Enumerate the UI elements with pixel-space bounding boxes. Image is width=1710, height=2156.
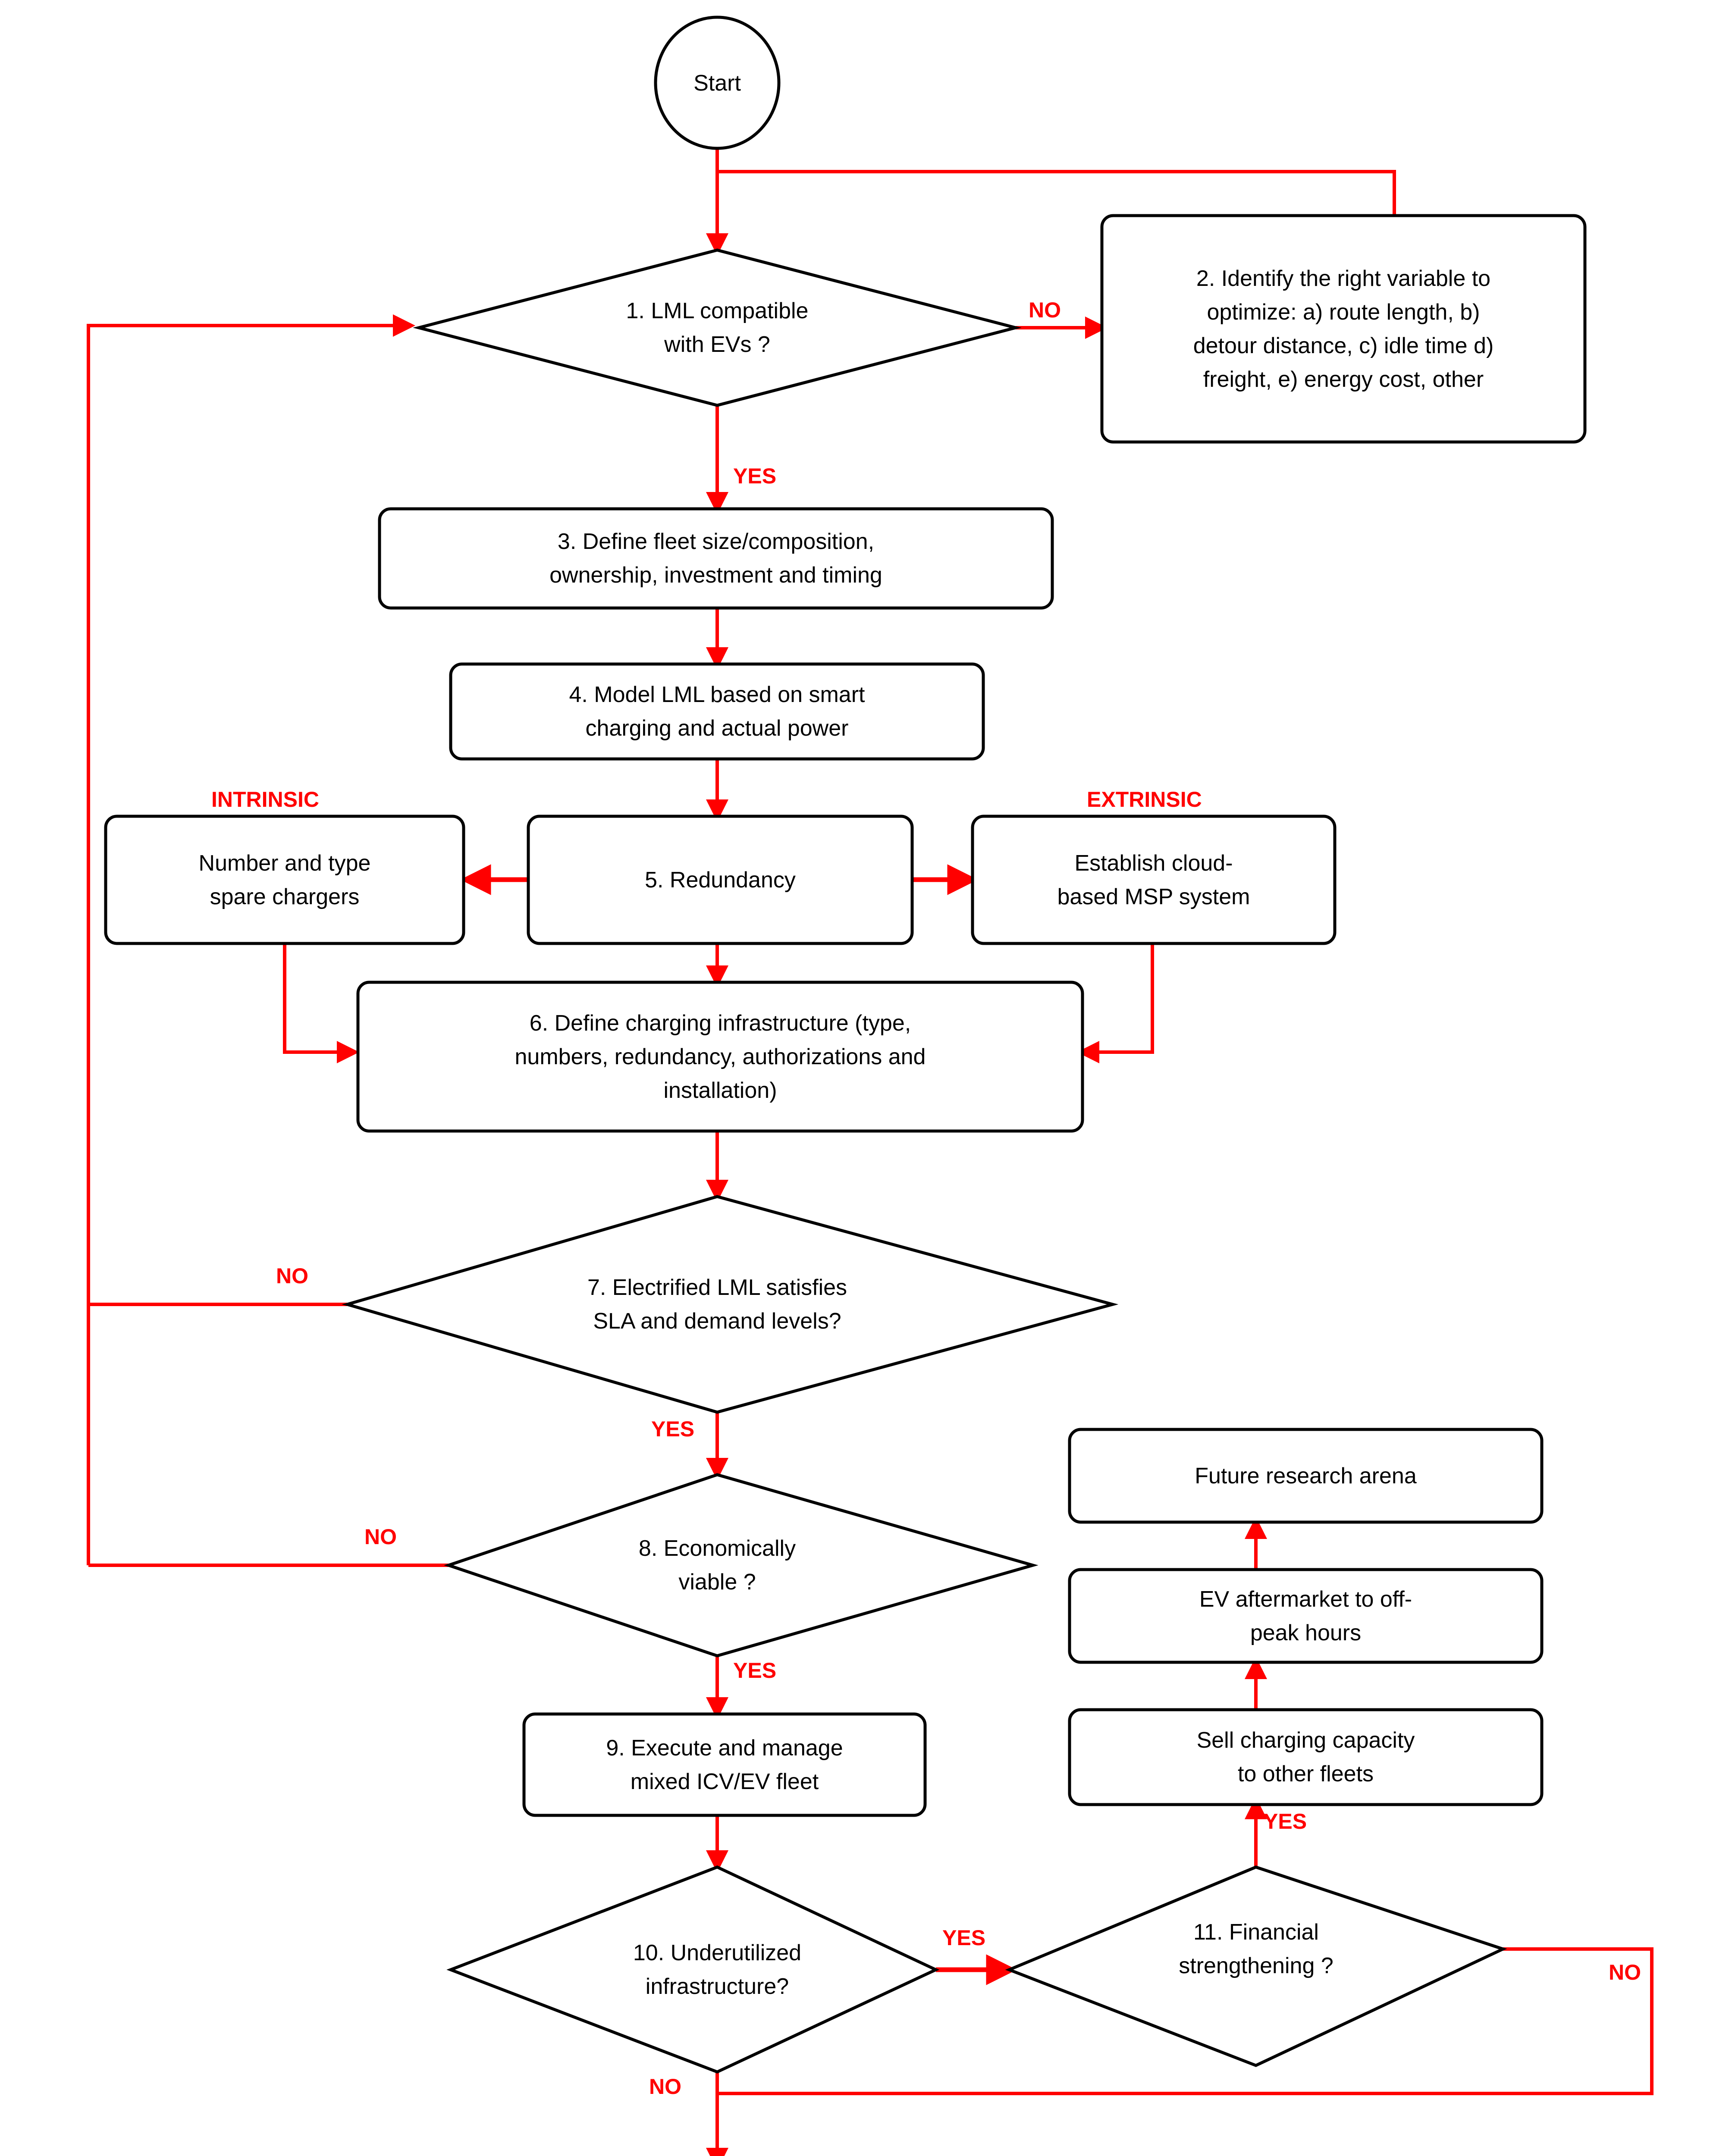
node-n1-shape[interactable] — [413, 248, 1022, 407]
edge-n11-no — [717, 1947, 1654, 2095]
edge-label-n11-no: NO — [1609, 1960, 1641, 1984]
edge-label-n8-no: NO — [364, 1525, 397, 1549]
branch-label-intrinsic: INTRINSIC — [211, 787, 319, 812]
edge-to-node2 — [717, 170, 1396, 216]
edge-label-n1-no: NO — [1029, 298, 1061, 322]
node-start-shape[interactable] — [654, 16, 781, 150]
node-n10-shape[interactable] — [446, 1865, 940, 2074]
node-intrinsic-shape[interactable] — [104, 815, 465, 945]
node-n7-shape[interactable] — [342, 1195, 1119, 1414]
edge-label-n1-yes: YES — [733, 464, 777, 488]
edge-label-n10-no: NO — [649, 2075, 681, 2099]
edge-label-n7-yes: YES — [651, 1417, 695, 1441]
edge-label-n10-yes: YES — [942, 1926, 986, 1950]
node-n4-shape[interactable] — [449, 662, 985, 761]
node-n5-shape[interactable] — [527, 815, 914, 945]
node-extrinsic-shape[interactable] — [971, 815, 1337, 945]
edge-label-n8-yes: YES — [733, 1658, 777, 1683]
node-n3-shape[interactable] — [378, 507, 1054, 610]
node-n8-shape[interactable] — [444, 1473, 1039, 1658]
node-n2-shape[interactable] — [1100, 214, 1587, 444]
node-n9-shape[interactable] — [522, 1712, 927, 1817]
node-sell-capacity-shape[interactable] — [1068, 1708, 1544, 1806]
node-ev-aftermarket-shape[interactable] — [1068, 1568, 1544, 1664]
edge-extrinsic-n6 — [1077, 943, 1154, 1063]
node-n6-shape[interactable] — [356, 981, 1084, 1133]
edge-label-n7-no: NO — [276, 1264, 308, 1288]
node-n11-shape[interactable] — [1005, 1865, 1507, 2067]
edge-label-n11-yes: YES — [1264, 1809, 1307, 1833]
node-future-research-shape[interactable] — [1068, 1428, 1544, 1524]
edge-left-spine-to-n1 — [87, 314, 415, 1565]
branch-label-extrinsic: EXTRINSIC — [1087, 787, 1202, 812]
edge-intrinsic-n6 — [283, 943, 359, 1063]
